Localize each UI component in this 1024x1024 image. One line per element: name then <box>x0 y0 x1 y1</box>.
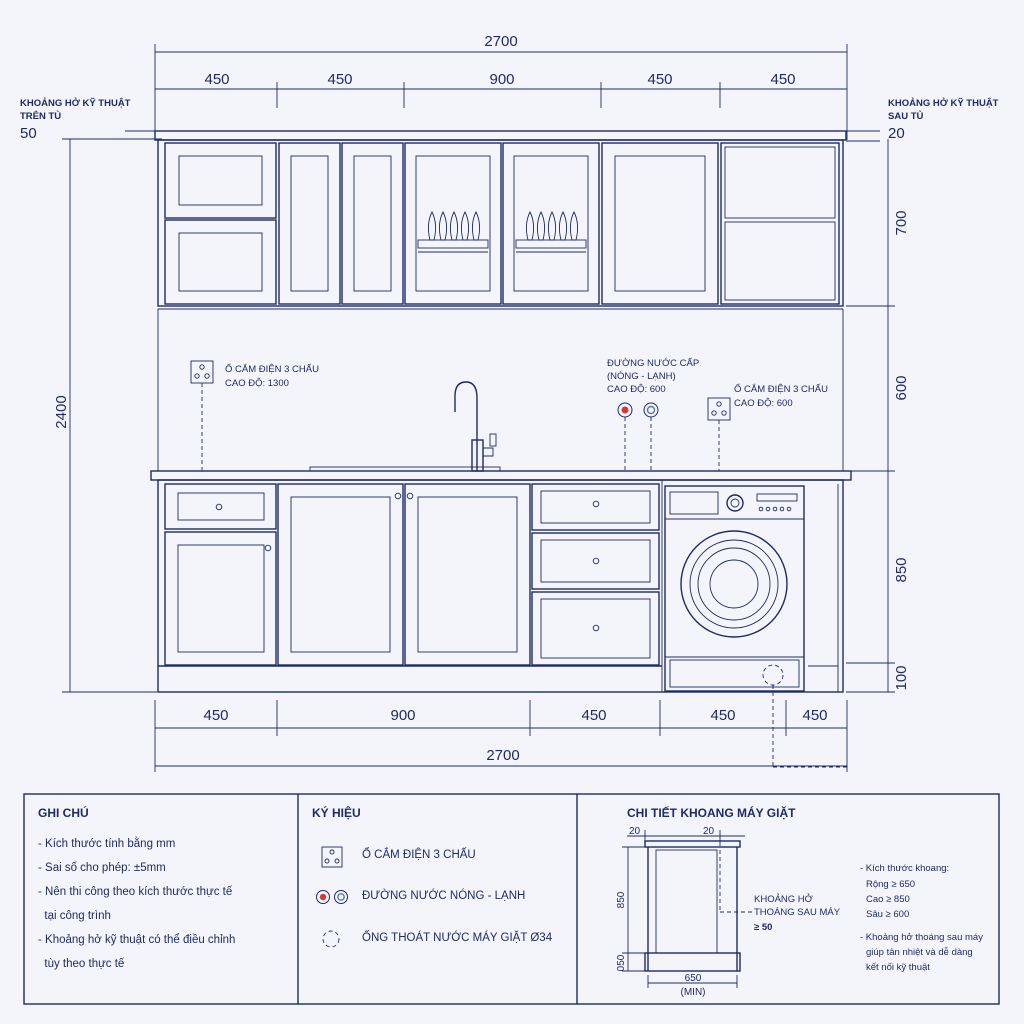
bottom-segment-2: 900 <box>390 707 415 724</box>
spec-height: Cao ≥ 850 <box>866 894 910 905</box>
washer-detail-panel: CHI TIẾT KHOANG MÁY GIẶT <box>577 794 999 1004</box>
detail-gap-label-2: THOÁNG SAU MÁY <box>754 907 841 918</box>
socket-right-label-2: CAO ĐỘ: 600 <box>734 398 793 409</box>
top-segment-2: 450 <box>327 71 352 88</box>
notes-panel: GHI CHÚ - Kích thước tính bằng mm - Sai … <box>24 794 298 1004</box>
legend-water-icon <box>316 890 348 904</box>
bottom-segment-3: 450 <box>581 707 606 724</box>
countertop <box>150 470 852 481</box>
upper-cabinets <box>154 130 847 310</box>
legend-drain-label: ỐNG THOÁT NƯỚC MÁY GIẶT Ø34 <box>362 932 553 944</box>
height-total-dimension: 2400 <box>53 395 70 428</box>
spec-note-1: - Khoảng hở thoáng sau máy <box>860 932 983 943</box>
spec-note-3: kết nối kỹ thuật <box>866 962 930 973</box>
note-item-1: - Kích thước tính bằng mm <box>38 838 176 850</box>
bottom-total-dimension: 2700 <box>486 747 519 764</box>
legend-title: KÝ HIỆU <box>312 806 361 820</box>
top-segment-1: 450 <box>204 71 229 88</box>
note-item-4: - Khoảng hở kỹ thuật có thể điều chỉnh t… <box>38 934 236 970</box>
left-clearance-value: 50 <box>20 125 37 142</box>
top-total-dimension: 2700 <box>484 33 517 50</box>
right-clearance-label-2: SAU TỦ <box>888 110 924 122</box>
notes-title: GHI CHÚ <box>38 806 89 820</box>
top-segment-3: 900 <box>489 71 514 88</box>
spec-width: Rộng ≥ 650 <box>866 879 915 890</box>
info-frame <box>23 793 1000 1005</box>
detail-dim-width: 650 <box>685 973 702 984</box>
legend-panel: KÝ HIỆU Ổ CẮM ĐIỆN 3 CHẤU ĐƯỜNG NƯỚC NÓN… <box>298 794 577 1004</box>
right-height-base: 850 <box>893 557 910 582</box>
legend-socket-row: Ổ CẮM ĐIỆN 3 CHẤU <box>362 849 476 861</box>
legend-socket-label: Ổ CẮM ĐIỆN 3 CHẤU <box>362 849 476 861</box>
socket-right-label-1: Ổ CẮM ĐIỆN 3 CHẤU <box>734 383 828 395</box>
bottom-segment-5: 450 <box>802 707 827 724</box>
water-label-3: CAO ĐỘ: 600 <box>607 384 666 395</box>
dish-rack-right <box>515 210 587 253</box>
washing-machine <box>664 485 805 692</box>
socket-left-label-1: Ổ CẮM ĐIỆN 3 CHẤU <box>225 363 319 375</box>
water-supply: ĐƯỜNG NƯỚC CẤP (NÓNG - LẠNH) CAO ĐỘ: 600 <box>607 358 699 471</box>
socket-left-label-2: CAO ĐỘ: 1300 <box>225 378 289 389</box>
backsplash <box>157 309 844 471</box>
right-height-dimensions: 700 600 850 100 <box>846 139 910 693</box>
clearance-labels: KHOẢNG HỞ KỸ THUẬT TRÊN TỦ 50 KHOẢNG HỞ … <box>20 97 999 142</box>
base-cabinets <box>157 479 844 693</box>
water-label-2: (NÓNG - LẠNH) <box>607 371 676 382</box>
detail-dim-top-right: 20 <box>703 826 715 837</box>
socket-left: Ổ CẮM ĐIỆN 3 CHẤU CAO ĐỘ: 1300 <box>190 360 319 471</box>
right-clearance-value: 20 <box>888 125 905 142</box>
note-item-2: - Sai số cho phép: ±5mm <box>38 862 166 874</box>
note-item-3: - Nên thi công theo kích thước thực tế t… <box>38 886 233 922</box>
legend-drain-row: ỐNG THOÁT NƯỚC MÁY GIẶT Ø34 <box>362 932 552 944</box>
top-dimensions: 2700 450 450 900 450 450 <box>154 33 848 140</box>
spec-depth: Sâu ≥ 600 <box>866 909 909 920</box>
legend-icons <box>316 846 348 948</box>
spec-note-2: giúp tản nhiệt và dễ dàng <box>866 947 973 958</box>
top-segment-4: 450 <box>647 71 672 88</box>
right-height-upper: 700 <box>893 210 910 235</box>
washer-detail-title: CHI TIẾT KHOANG MÁY GIẶT <box>627 806 796 820</box>
left-clearance-label-1: KHOẢNG HỞ KỸ THUẬT <box>20 97 131 109</box>
detail-dim-height: 850 <box>616 891 627 908</box>
detail-dim-top-left: 20 <box>629 826 641 837</box>
right-height-plinth: 100 <box>893 665 910 690</box>
bottom-segment-1: 450 <box>203 707 228 724</box>
detail-gap-label-3: ≥ 50 <box>754 922 772 933</box>
dish-rack-left <box>417 210 489 253</box>
detail-dim-base: 050 <box>616 954 627 971</box>
left-clearance-label-2: TRÊN TỦ <box>20 110 61 122</box>
bottom-dimensions: 450 900 450 450 450 2700 <box>154 700 848 772</box>
washer-specs: - Kích thước khoang: Rộng ≥ 650 Cao ≥ 85… <box>860 863 983 973</box>
legend-water-row: ĐƯỜNG NƯỚC NÓNG - LẠNH <box>362 890 525 902</box>
socket-right: Ổ CẮM ĐIỆN 3 CHẤU CAO ĐỘ: 600 <box>707 383 828 471</box>
bottom-segment-4: 450 <box>710 707 735 724</box>
washer-detail-drawing: 20 20 850 050 650 (MIN) KHOẢNG HỞ THOÁNG… <box>616 826 841 998</box>
legend-water-label: ĐƯỜNG NƯỚC NÓNG - LẠNH <box>362 890 526 902</box>
drain-pipe <box>762 664 847 768</box>
top-segment-5: 450 <box>770 71 795 88</box>
detail-gap-label-1: KHOẢNG HỞ <box>754 893 813 905</box>
right-height-backsplash: 600 <box>893 375 910 400</box>
right-clearance-label-1: KHOẢNG HỞ KỸ THUẬT <box>888 97 999 109</box>
legend-drain-icon <box>322 930 340 948</box>
water-label-1: ĐƯỜNG NƯỚC CẤP <box>607 358 699 369</box>
spec-title: - Kích thước khoang: <box>860 863 949 874</box>
notes-list: - Kích thước tính bằng mm - Sai số cho p… <box>38 832 298 976</box>
cold-water-outlet <box>643 402 659 418</box>
detail-dim-width-note: (MIN) <box>681 987 706 998</box>
left-height-dimension: 2400 <box>53 138 157 693</box>
faucet <box>454 381 497 472</box>
legend-socket-icon <box>321 846 343 868</box>
